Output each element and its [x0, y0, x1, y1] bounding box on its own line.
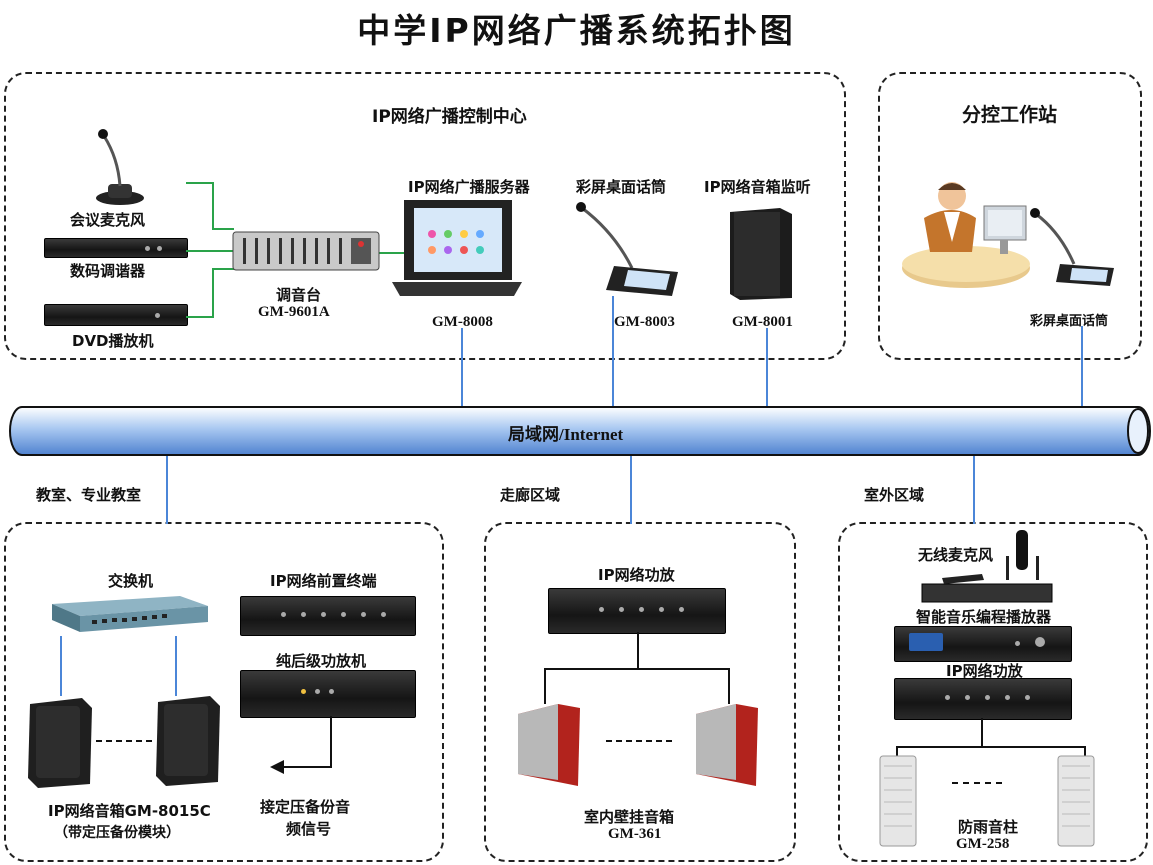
label-column-speaker: 防雨音柱 — [958, 818, 1019, 836]
model-mixer: GM-9601A — [258, 304, 330, 320]
zone-title-classroom: 教室、专业教室 — [36, 486, 142, 504]
label-desk-mic: 彩屏桌面话筒 — [576, 178, 667, 196]
label-switch: 交换机 — [108, 572, 154, 590]
link-submic-network — [1081, 326, 1083, 408]
label-outdoor-amp: IP网络功放 — [946, 662, 1023, 680]
link-dvd-mixer — [186, 316, 214, 318]
link-deskmic-network — [612, 296, 614, 408]
outdoor-amp-device — [894, 678, 1072, 720]
label-backup-signal-1: 接定压备份音 — [260, 798, 351, 816]
music-player-device — [894, 626, 1072, 662]
link-monitor-network — [766, 328, 768, 408]
link-mic-mixer — [186, 182, 214, 184]
label-dvd: DVD播放机 — [72, 332, 154, 350]
link-server-network — [461, 328, 463, 408]
link-switch-speaker-right — [175, 636, 177, 696]
network-pipe — [9, 406, 1151, 456]
monitor-speaker-icon — [730, 208, 792, 300]
page-title: 中学IP网络广播系统拓扑图 — [357, 11, 796, 50]
workstation-icon — [902, 182, 1030, 288]
label-tuner: 数码调谐器 — [70, 262, 146, 280]
link-corridor-amp-speakers — [637, 632, 639, 670]
label-power-amp: 纯后级功放机 — [276, 652, 367, 670]
link-switch-speaker-left — [60, 636, 62, 696]
zone-title-sub-station: 分控工作站 — [962, 104, 1058, 126]
label-conference-mic: 会议麦克风 — [70, 211, 146, 229]
network-label: 局域网/Internet — [508, 425, 624, 444]
column-speaker-left-icon — [879, 755, 917, 847]
link-tuner-mixer — [186, 250, 234, 252]
power-amp-device — [240, 670, 416, 718]
zone-title-corridor: 走廊区域 — [500, 486, 561, 504]
model-column-speaker: GM-258 — [956, 836, 1010, 852]
zone-sub-station — [878, 72, 1142, 360]
corridor-amp-device — [548, 588, 726, 634]
model-monitor-speaker: GM-8001 — [732, 314, 793, 330]
label-wall-speaker: 室内壁挂音箱 — [584, 808, 675, 826]
link-amp-backup — [330, 716, 332, 768]
column-speaker-right-icon — [1057, 755, 1095, 847]
link-column-speakers — [952, 782, 1002, 784]
sub-desk-mic-icon — [1030, 208, 1114, 286]
zone-corridor — [484, 522, 796, 862]
label-mixer: 调音台 — [276, 286, 322, 304]
server-icon — [392, 200, 522, 296]
class-speaker-right-icon — [156, 696, 220, 786]
label-class-speaker-note: （带定压备份模块） — [54, 825, 180, 841]
label-class-speaker: IP网络音箱GM-8015C — [48, 802, 211, 820]
link-class-speakers — [96, 740, 152, 742]
arrow-left-icon — [270, 760, 284, 774]
label-corridor-amp: IP网络功放 — [598, 566, 675, 584]
zone-classroom — [4, 522, 444, 862]
class-speaker-left-icon — [28, 698, 92, 788]
label-backup-signal-2: 频信号 — [286, 820, 332, 838]
link-network-classroom — [166, 452, 168, 524]
link-network-outdoor — [973, 452, 975, 524]
link-wall-speakers — [606, 740, 672, 742]
label-music-player: 智能音乐编程播放器 — [916, 608, 1052, 626]
zone-title-outdoor: 室外区域 — [864, 486, 925, 504]
wireless-mic-icon — [921, 530, 1053, 603]
zone-control-center — [4, 72, 846, 360]
wall-speaker-left-icon — [518, 704, 580, 786]
desk-mic-icon — [576, 202, 678, 296]
front-terminal-device — [240, 596, 416, 636]
model-wall-speaker: GM-361 — [608, 826, 662, 842]
zone-outdoor — [838, 522, 1148, 862]
link-mixer-server — [378, 252, 404, 254]
link-network-corridor — [630, 452, 632, 524]
switch-icon — [52, 596, 208, 632]
link-outdoor-amp-speakers — [981, 718, 983, 748]
label-sub-desk-mic: 彩屏桌面话筒 — [1030, 314, 1109, 329]
label-server: IP网络广播服务器 — [408, 178, 530, 196]
model-server: GM-8008 — [432, 314, 493, 330]
mixer-device — [232, 231, 380, 271]
dvd-device — [44, 304, 188, 326]
zone-title-control-center: IP网络广播控制中心 — [372, 107, 527, 127]
label-wireless-mic: 无线麦克风 — [918, 546, 994, 564]
label-monitor-speaker: IP网络音箱监听 — [704, 178, 811, 196]
conference-mic-icon — [96, 129, 144, 205]
wall-speaker-right-icon — [696, 704, 758, 786]
label-front-terminal: IP网络前置终端 — [270, 572, 377, 590]
model-desk-mic: GM-8003 — [614, 314, 675, 330]
tuner-device — [44, 238, 188, 258]
